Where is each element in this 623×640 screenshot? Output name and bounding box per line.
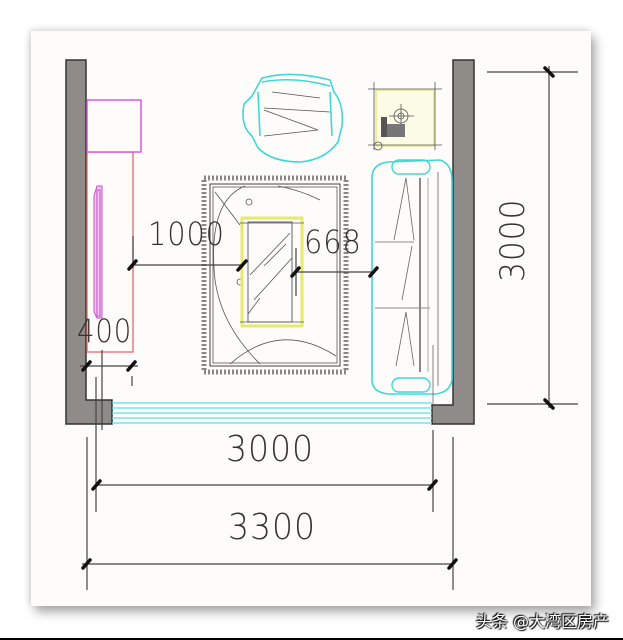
watermark: 头条 @大湾区房产 <box>475 612 609 631</box>
phone-icon <box>381 117 405 137</box>
side-table <box>368 82 442 151</box>
cabinet-top-box <box>86 99 142 153</box>
rug <box>201 175 349 375</box>
dimension-ticks <box>81 66 555 570</box>
three-seat-sofa <box>371 159 453 404</box>
tv-unit <box>93 185 103 319</box>
sliding-glass-door <box>112 402 432 424</box>
interior-width-label: 3000 <box>226 429 314 470</box>
bottom-border <box>0 638 623 640</box>
table-to-sofa-label: 668 <box>304 223 362 261</box>
overall-width-label: 3300 <box>228 507 316 548</box>
dimension-lines <box>80 66 578 590</box>
armchair-cushion-lines <box>263 91 331 137</box>
right-wall <box>431 59 475 425</box>
cabinet-depth-label: 400 <box>77 312 133 350</box>
left-wall <box>65 59 113 425</box>
room-depth-label: 3000 <box>493 198 533 282</box>
tv-to-table-label: 1000 <box>148 215 225 253</box>
armchair <box>242 73 344 163</box>
